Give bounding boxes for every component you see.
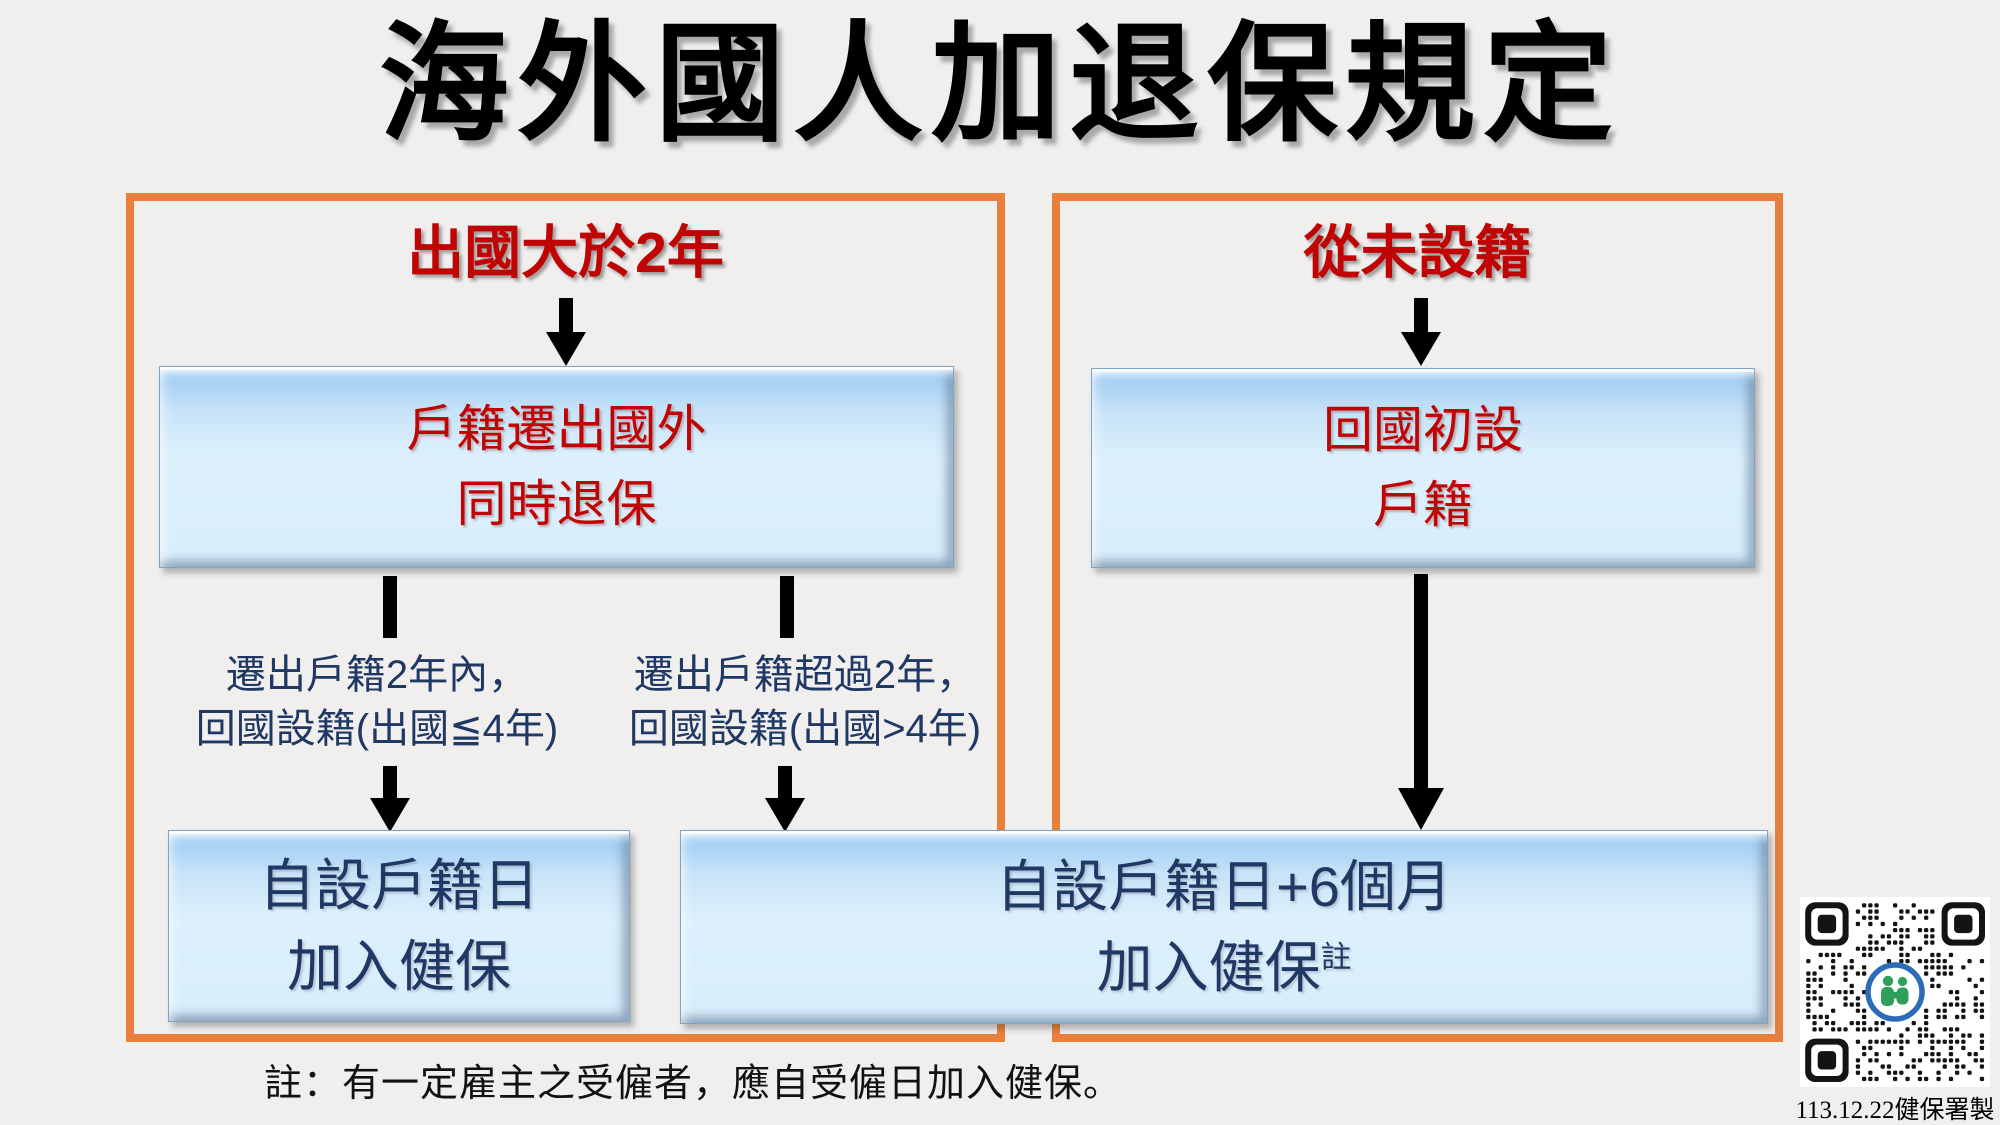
first-registration-box: 回國初設 戶籍 <box>1091 368 1755 568</box>
branch-label-line: 回國設籍(出國≦4年) <box>195 707 559 751</box>
branch-label-line: 遷出戶籍2年內， <box>225 653 529 697</box>
join-on-registration-box: 自設戶籍日 加入健保 <box>168 830 630 1022</box>
page-title: 海外國人加退保規定 <box>378 11 1621 157</box>
box-text-line: 回國初設 <box>1323 402 1523 458</box>
branch-label-line: 回國設籍(出國>4年) <box>628 707 982 751</box>
down-arrow-icon <box>370 798 410 832</box>
box-text-line: 加入健保 <box>287 935 511 998</box>
down-arrow-icon <box>1414 574 1428 792</box>
down-arrow-icon <box>1398 788 1444 830</box>
qr-code-image <box>1800 897 1990 1087</box>
box-text-segment: 加入健保 <box>1096 936 1321 999</box>
down-arrow-icon <box>1414 298 1428 334</box>
branch-label-over-2y: 遷出戶籍超過2年， 回國設籍(出國>4年) <box>600 648 1010 756</box>
box-text-line: 加入健保註 <box>996 927 1452 1008</box>
down-arrow-icon <box>1401 332 1441 366</box>
qr-code <box>1800 897 1990 1087</box>
branch-label-line: 遷出戶籍超過2年， <box>633 653 977 697</box>
nhi-logo-icon <box>1865 962 1925 1022</box>
footnote-marker: 註 <box>1320 939 1352 975</box>
right-panel-frame <box>1052 193 1783 1042</box>
box-text-line: 自設戶籍日 <box>259 853 539 917</box>
connector-line <box>383 576 397 638</box>
box-text-line: 自設戶籍日+6個月 <box>996 854 1452 918</box>
box-text-line: 戶籍 <box>1373 477 1473 533</box>
down-arrow-icon <box>765 798 805 832</box>
household-moved-out-box: 戶籍遷出國外 同時退保 <box>159 366 954 568</box>
connector-line <box>780 576 794 638</box>
down-arrow-icon <box>383 766 397 800</box>
box-text-line: 同時退保 <box>456 476 657 532</box>
left-panel-frame <box>126 193 1005 1042</box>
branch-label-within-2y: 遷出戶籍2年內， 回國設籍(出國≦4年) <box>157 648 597 756</box>
join-after-6-months-box: 自設戶籍日+6個月 加入健保註 <box>680 830 1768 1024</box>
footnote: 註：有一定雇主之受僱者，應自受僱日加入健保。 <box>264 1063 1123 1105</box>
box-text-line: 戶籍遷出國外 <box>406 401 707 457</box>
right-panel-header: 從未設籍 <box>1303 221 1532 285</box>
down-arrow-icon <box>559 298 573 334</box>
qr-caption: 113.12.22健保署製 <box>1795 1097 1995 1124</box>
down-arrow-icon <box>546 332 586 366</box>
down-arrow-icon <box>778 766 792 800</box>
left-panel-header: 出國大於2年 <box>407 221 724 285</box>
